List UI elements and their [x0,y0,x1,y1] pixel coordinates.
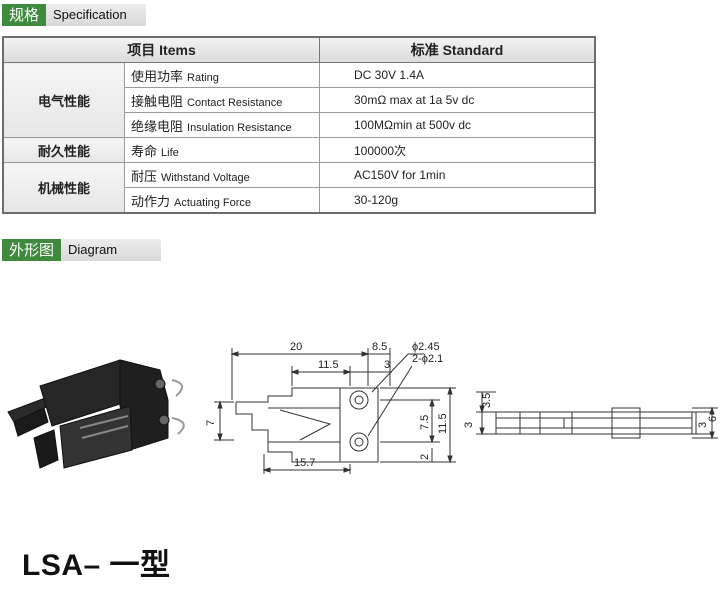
dim-15-7: 15.7 [294,457,315,469]
diagram-header-en: Diagram [61,239,162,261]
dim-7: 7 [205,420,217,426]
side-view-labels: 3.5 3 3 6 [463,393,719,428]
dim-2: 2 [419,454,431,460]
items-header-cn: 项目 [127,42,156,58]
diagram-section-header: 外形图 Diagram [2,239,162,261]
dim-7-5: 7.5 [419,415,431,430]
dim-3-5: 3.5 [481,393,493,408]
value-life: 100000次 [319,137,596,163]
standard-header-en: Standard [442,42,504,58]
diagram-drawings: 20 8.5 11.5 3 ϕ2.45 2-ϕ2.1 7 7.5 11.5 2 … [7,341,719,474]
diagram-header-cn: 外形图 [2,239,62,261]
dim-20: 20 [290,341,302,353]
dim-11-5-side: 11.5 [437,413,449,434]
dim-8-5: 8.5 [372,341,387,353]
value-withstand-voltage: AC150V for 1min [319,162,596,188]
side-view-drawing [476,391,718,440]
value-actuating-force: 30-120g [319,187,596,214]
standard-header-cn: 标准 [410,42,439,58]
category-mechanical: 机械性能 [2,162,125,214]
standard-column-header: 标准 Standard [319,36,596,63]
dim-6: 6 [707,416,719,422]
items-column-header: 项目 Items [2,36,320,63]
model-title: LSA– 一型 [22,549,171,582]
spec-header-cn: 规格 [2,4,47,26]
dim-11-5-top: 11.5 [318,359,339,371]
front-view-drawing [214,348,456,474]
category-durability: 耐久性能 [2,137,125,163]
dim-2-phi-2-1: 2-ϕ2.1 [412,353,443,365]
spec-table-head-row: 项目 Items 标准 Standard [2,36,596,63]
front-view-labels: 20 8.5 11.5 3 ϕ2.45 2-ϕ2.1 7 7.5 11.5 2 … [205,341,449,469]
dim-3-top: 3 [384,359,390,371]
spec-header-en: Specification [46,4,147,26]
value-insulation-resistance: 100MΩmin at 500v dc [319,112,596,138]
dim-phi-2-45: ϕ2.45 [412,341,440,353]
spec-section-header: 规格 Specification [2,4,147,26]
dim-3-left: 3 [463,422,475,428]
dim-3-right: 3 [697,422,709,428]
value-contact-resistance: 30mΩ max at 1a 5v dc [319,87,596,113]
product-photo [7,359,185,469]
items-header-en: Items [159,42,196,58]
value-rating: DC 30V 1.4A [319,62,596,88]
category-electrical: 电气性能 [2,62,125,138]
